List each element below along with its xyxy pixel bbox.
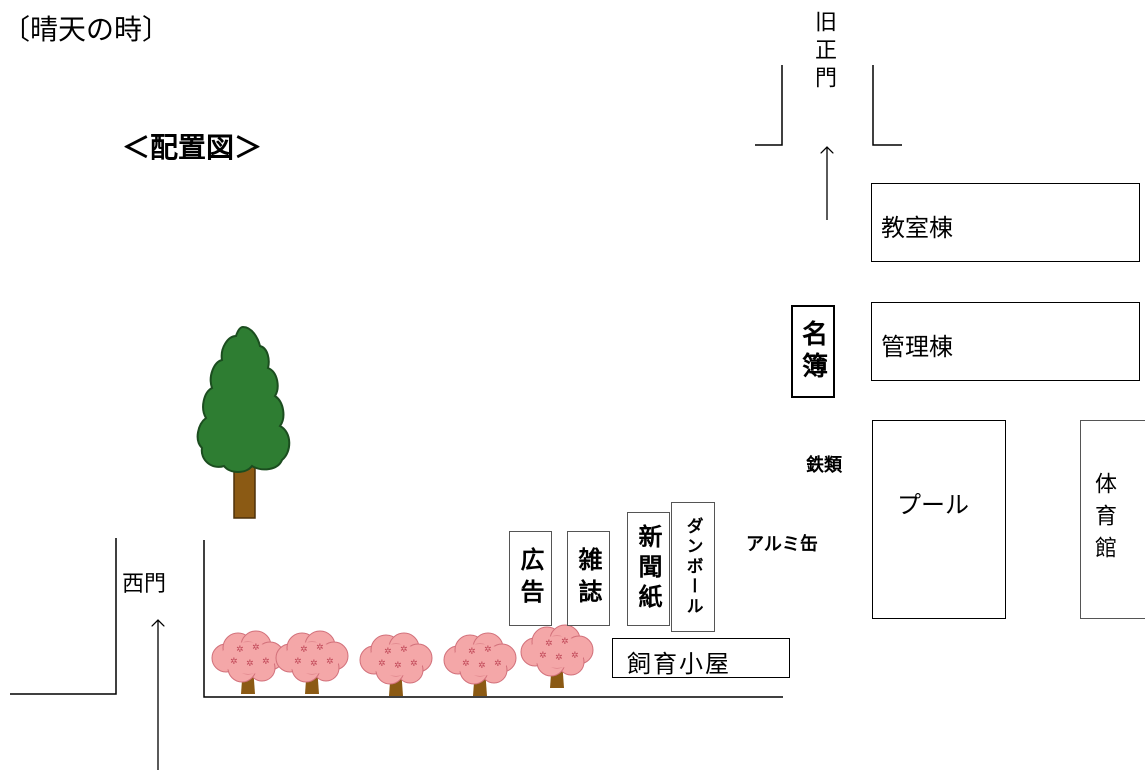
svg-text:✲: ✲ (561, 637, 569, 647)
svg-text:✲: ✲ (294, 657, 302, 667)
cherry-tree-icons: ✲✲✲✲✲✲✲✲✲✲✲✲✲✲✲✲✲✲✲✲✲✲✲✲✲ (211, 624, 594, 696)
magazines-box: 雑誌 (567, 531, 610, 626)
svg-text:✲: ✲ (555, 653, 563, 663)
cardboard-box: ダンボール (671, 502, 715, 632)
classroom-building: 教室棟 (871, 183, 1140, 262)
svg-text:✲: ✲ (230, 657, 238, 667)
aluminum-label: アルミ缶 (746, 534, 818, 555)
svg-text:✲: ✲ (262, 657, 270, 667)
west-gate-walls (10, 538, 783, 698)
svg-text:✲: ✲ (400, 645, 408, 655)
svg-text:✲: ✲ (484, 645, 492, 655)
west-gate-label: 西門 (122, 572, 167, 597)
svg-text:✲: ✲ (571, 651, 579, 661)
ads-label: 広告 (516, 546, 544, 611)
cherry-tree-icon: ✲✲✲✲✲ (211, 630, 285, 694)
svg-text:✲: ✲ (316, 643, 324, 653)
svg-text:✲: ✲ (539, 651, 547, 661)
svg-text:✲: ✲ (310, 659, 318, 669)
svg-text:✲: ✲ (300, 645, 308, 655)
roster-label: 名簿 (797, 319, 828, 384)
svg-text:✲: ✲ (236, 645, 244, 655)
svg-text:✲: ✲ (394, 661, 402, 671)
newspaper-box: 新聞紙 (627, 512, 670, 626)
newspaper-label: 新聞紙 (634, 524, 662, 614)
pool-label: プール (897, 491, 969, 519)
admin-building-label: 管理棟 (881, 333, 953, 361)
svg-text:✲: ✲ (545, 639, 553, 649)
hutch-label: 飼育小屋 (627, 650, 731, 678)
page-title: 〔晴天の時〕 (2, 13, 171, 46)
svg-text:✲: ✲ (246, 659, 254, 669)
old-main-gate-walls (755, 65, 902, 146)
cherry-tree-icon: ✲✲✲✲✲ (275, 630, 349, 694)
magazines-label: 雑誌 (574, 546, 602, 611)
pool-building: プール (872, 420, 1006, 619)
svg-text:✲: ✲ (384, 647, 392, 657)
cherry-tree-icon: ✲✲✲✲✲ (520, 624, 594, 688)
gym-building: 体育館 (1080, 420, 1145, 619)
classroom-building-label: 教室棟 (881, 214, 953, 242)
metal-label: 鉄類 (806, 455, 842, 476)
old-main-gate-label: 旧正門 (811, 10, 836, 94)
cardboard-label: ダンボール (682, 517, 703, 617)
svg-text:✲: ✲ (462, 659, 470, 669)
evergreen-tree-icon (196, 325, 291, 519)
svg-text:✲: ✲ (494, 659, 502, 669)
diagram-subtitle: ＜配置図＞ (122, 131, 263, 164)
gym-label: 体育館 (1091, 471, 1116, 568)
svg-text:✲: ✲ (252, 643, 260, 653)
ads-box: 広告 (509, 531, 552, 626)
svg-text:✲: ✲ (378, 659, 386, 669)
admin-building: 管理棟 (871, 302, 1140, 381)
cherry-tree-icon: ✲✲✲✲✲ (443, 632, 517, 696)
svg-text:✲: ✲ (410, 659, 418, 669)
roster-box: 名簿 (791, 305, 835, 398)
hutch-building: 飼育小屋 (612, 638, 790, 678)
svg-text:✲: ✲ (326, 657, 334, 667)
cherry-tree-icon: ✲✲✲✲✲ (359, 632, 433, 696)
svg-text:✲: ✲ (478, 661, 486, 671)
svg-text:✲: ✲ (468, 647, 476, 657)
